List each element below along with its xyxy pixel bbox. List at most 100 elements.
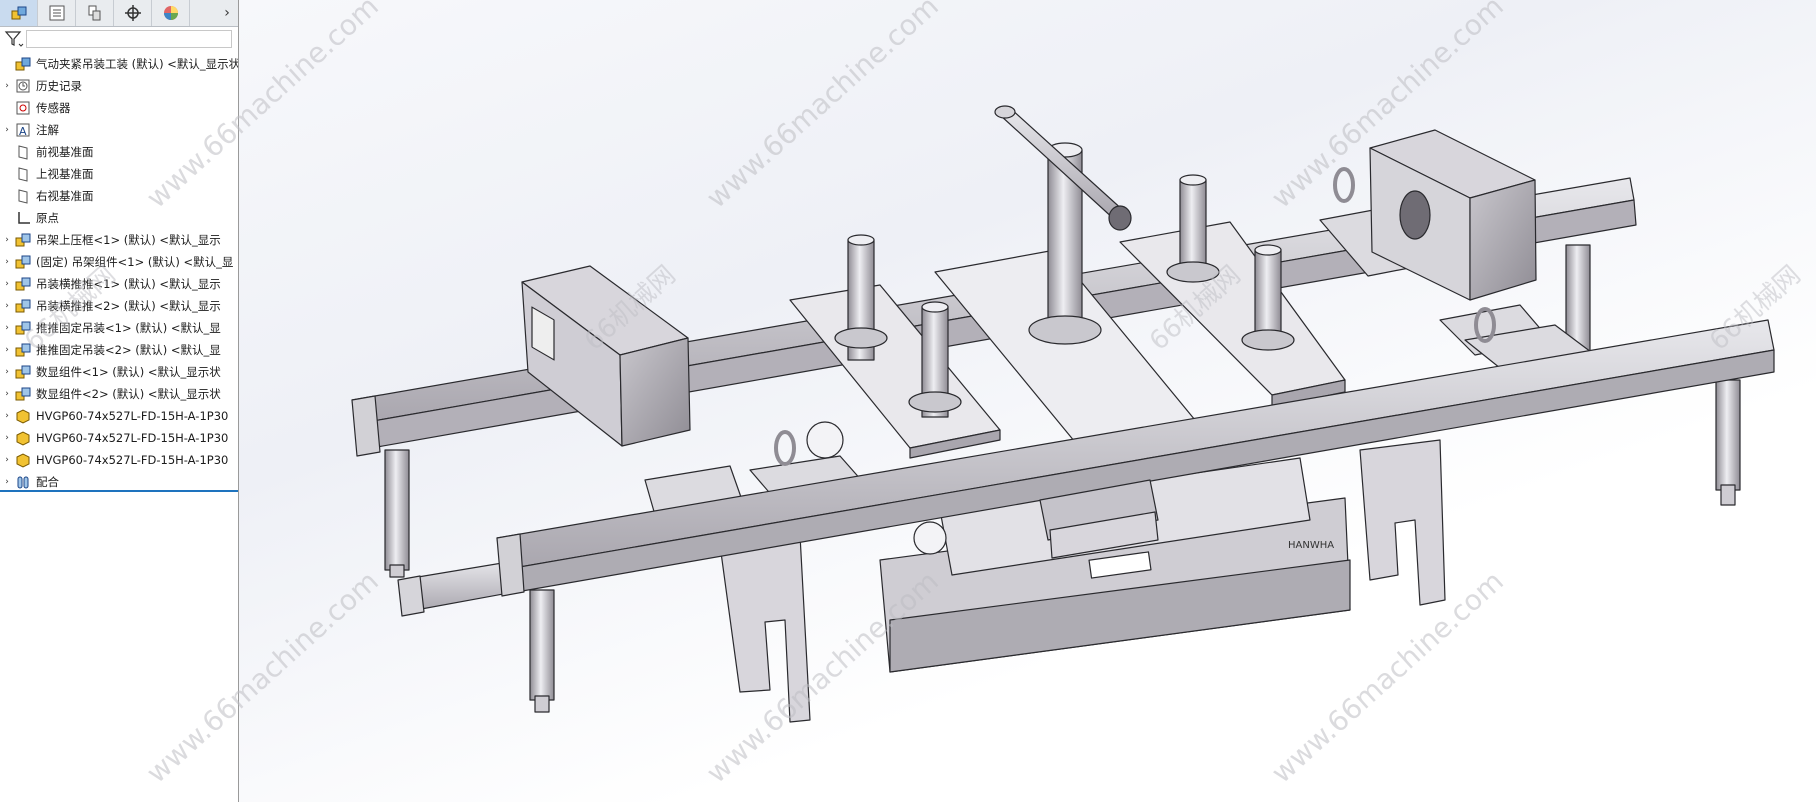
subassembly-icon (14, 342, 32, 358)
expand-caret-icon[interactable]: › (5, 411, 9, 421)
tree-item-label: 上视基准面 (36, 167, 94, 181)
tree-item[interactable]: 传感器 (0, 97, 238, 119)
assembly-model[interactable]: HANWHA (239, 0, 1816, 802)
subassembly-icon (14, 254, 32, 270)
expand-caret-icon[interactable]: › (5, 389, 9, 399)
tree-item[interactable]: › 数显组件<2> (默认) <默认_显示状 (0, 383, 238, 405)
tree-item[interactable]: 原点 (0, 207, 238, 229)
tree-item-label: 配合 (36, 475, 59, 489)
origin-icon (14, 210, 32, 226)
lifting-eye-2 (1474, 307, 1496, 343)
tree-item-label: (固定) 吊架组件<1> (默认) <默认_显 (36, 255, 234, 269)
property-manager-tab[interactable] (38, 0, 76, 26)
tree-item[interactable]: › 数显组件<1> (默认) <默认_显示状 (0, 361, 238, 383)
configuration-manager-tab[interactable] (76, 0, 114, 26)
tree-item[interactable]: › A 注解 (0, 119, 238, 141)
color-wheel-icon (163, 6, 178, 20)
tree-item-label: 前视基准面 (36, 145, 94, 159)
hanging-plate-left (719, 534, 811, 723)
configuration-icon (88, 5, 100, 21)
leg-1 (384, 449, 410, 571)
tree-item-label: HVGP60-74x527L-FD-15H-A-1P30 (36, 453, 229, 467)
lifting-eye-1 (1333, 167, 1355, 203)
subassembly-icon (14, 320, 32, 336)
part-icon (14, 408, 32, 424)
tree-item-label: 吊装横推推<2> (默认) <默认_显示 (36, 299, 221, 313)
tree-item-label: 传感器 (36, 101, 71, 115)
tree-item[interactable]: › HVGP60-74x527L-FD-15H-A-1P30 (0, 427, 238, 449)
tree-item-label: 吊架上压框<1> (默认) <默认_显示 (36, 233, 221, 247)
expand-caret-icon[interactable]: › (5, 433, 9, 443)
tree-item-label: HVGP60-74x527L-FD-15H-A-1P30 (36, 409, 229, 423)
expand-caret-icon[interactable]: › (5, 81, 9, 91)
tree-item-label: 数显组件<2> (默认) <默认_显示状 (36, 387, 221, 401)
tree-item-label: 右视基准面 (36, 189, 94, 203)
plane-icon (14, 166, 32, 182)
tree-item[interactable]: › 推推固定吊装<1> (默认) <默认_显 (0, 317, 238, 339)
expand-caret-icon[interactable]: › (5, 125, 9, 135)
subassembly-icon (14, 276, 32, 292)
tree-filter-input[interactable] (26, 30, 232, 48)
tree-item[interactable]: › 历史记录 (0, 75, 238, 97)
tree-item-label: 原点 (36, 211, 59, 225)
tree-item-label: 历史记录 (36, 79, 82, 93)
leg-4 (1715, 379, 1741, 491)
crosshair-icon (124, 5, 141, 21)
tree-item-label: 推推固定吊装<2> (默认) <默认_显 (36, 343, 221, 357)
subassembly-icon (14, 298, 32, 314)
feature-tree: 气动夹紧吊装工装 (默认) <默认_显示状 › 历史记录传感器 › A 注解前视基准面上视… (0, 53, 238, 493)
tree-item-label: 数显组件<1> (默认) <默认_显示状 (36, 365, 221, 379)
tree-item[interactable]: 前视基准面 (0, 141, 238, 163)
tree-item[interactable]: › 配合 (0, 471, 238, 493)
tree-item[interactable]: › HVGP60-74x527L-FD-15H-A-1P30 (0, 405, 238, 427)
graphics-area[interactable]: HANWHA (239, 0, 1816, 802)
property-list-icon (49, 5, 64, 21)
tree-item-label: 吊装横推推<1> (默认) <默认_显示 (36, 277, 221, 291)
expand-caret-icon[interactable]: › (5, 367, 9, 377)
tree-item[interactable]: › 推推固定吊装<2> (默认) <默认_显 (0, 339, 238, 361)
filter-icon[interactable] (4, 30, 24, 48)
expand-caret-icon[interactable]: › (5, 455, 9, 465)
tree-rollback-bar[interactable] (0, 490, 238, 492)
slide-brand-label: HANWHA (1288, 540, 1334, 551)
part-icon (14, 430, 32, 446)
expand-caret-icon[interactable]: › (5, 301, 9, 311)
display-manager-tab[interactable] (152, 0, 190, 26)
pressure-gauge-2 (913, 521, 947, 555)
subassembly-icon (14, 386, 32, 402)
mates-icon (14, 474, 32, 490)
assembly-icon (11, 6, 26, 20)
tree-item-label: 推推固定吊装<1> (默认) <默认_显 (36, 321, 221, 335)
lifting-eye-3 (774, 430, 796, 466)
feature-manager-tab[interactable] (0, 0, 38, 26)
tree-item-label: HVGP60-74x527L-FD-15H-A-1P30 (36, 431, 229, 445)
tree-item[interactable]: › 吊装横推推<1> (默认) <默认_显示 (0, 273, 238, 295)
tree-item[interactable]: › 吊架上压框<1> (默认) <默认_显示 (0, 229, 238, 251)
tree-item[interactable]: › HVGP60-74x527L-FD-15H-A-1P30 (0, 449, 238, 471)
tabs-more-button[interactable]: › (224, 5, 230, 21)
expand-caret-icon[interactable]: › (5, 279, 9, 289)
part-icon (14, 452, 32, 468)
dimxpert-tab[interactable] (114, 0, 152, 26)
tree-item[interactable]: 上视基准面 (0, 163, 238, 185)
expand-caret-icon[interactable]: › (5, 477, 9, 487)
tree-filter-row (0, 27, 238, 51)
leg-2 (529, 589, 555, 701)
controller-box-right (1369, 129, 1537, 301)
tree-item[interactable]: › (固定) 吊架组件<1> (默认) <默认_显 (0, 251, 238, 273)
tree-item[interactable]: 右视基准面 (0, 185, 238, 207)
expand-caret-icon[interactable]: › (5, 323, 9, 333)
annotation-icon: A (14, 122, 32, 138)
tree-item-label: 气动夹紧吊装工装 (默认) <默认_显示状 (36, 57, 238, 71)
expand-caret-icon[interactable]: › (5, 235, 9, 245)
expand-caret-icon[interactable]: › (5, 345, 9, 355)
expand-caret-icon[interactable]: › (5, 257, 9, 267)
tree-item-label: 注解 (36, 123, 59, 137)
history-icon (14, 78, 32, 94)
pressure-gauge-1 (806, 421, 844, 459)
plane-icon (14, 188, 32, 204)
tree-item[interactable]: › 吊装横推推<2> (默认) <默认_显示 (0, 295, 238, 317)
assembly-icon (14, 56, 32, 72)
controller-box-left (521, 265, 691, 447)
tree-item[interactable]: 气动夹紧吊装工装 (默认) <默认_显示状 (0, 53, 238, 75)
